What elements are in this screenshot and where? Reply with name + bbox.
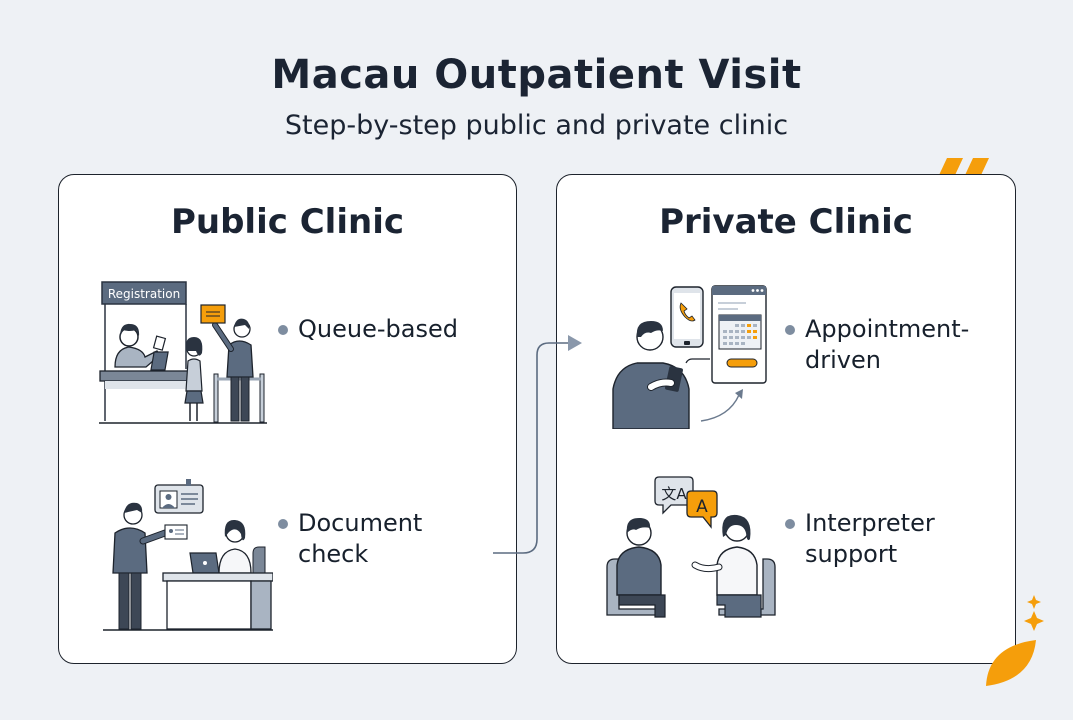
item-text: Queue-based: [298, 315, 458, 343]
bullet-dot: [278, 519, 288, 529]
list-item-document-check: Document check: [278, 508, 422, 570]
phone-call-icon: [679, 302, 696, 322]
translate-icon: 文A: [654, 476, 694, 515]
item-text: Appointment- driven: [805, 315, 970, 374]
registration-sign-label: Registration: [108, 287, 180, 301]
answer-glyph: A: [696, 497, 708, 517]
private-clinic-title: Private Clinic: [659, 202, 913, 242]
list-item-queue-based: Queue-based: [278, 314, 458, 345]
public-clinic-title: Public Clinic: [170, 202, 405, 242]
leaf-accent-icon: [986, 640, 1036, 686]
public-clinic-panel: Public Clinic Registration: [58, 174, 517, 664]
calendar-grid: [723, 324, 757, 345]
page-subtitle: Step-by-step public and private clinic: [284, 110, 789, 141]
private-clinic-panel: Private Clinic: [556, 174, 1016, 664]
item-text: Document check: [298, 509, 423, 568]
appointment-booking-illustration: [612, 285, 767, 429]
bullet-dot: [785, 325, 795, 335]
bullet-dot: [278, 325, 288, 335]
sparkle-icon: [1024, 595, 1044, 631]
registration-queue-illustration: Registration: [99, 281, 267, 424]
bullet-dot: [785, 519, 795, 529]
page-title: Macau Outpatient Visit: [271, 52, 802, 98]
interpreter-support-illustration: 文A A: [606, 476, 776, 618]
speech-bubble-icon: A: [686, 490, 718, 529]
item-text: Interpreter support: [805, 509, 935, 568]
translate-glyph: 文A: [661, 485, 687, 503]
document-check-illustration: [103, 479, 273, 631]
list-item-appointment-driven: Appointment- driven: [785, 314, 969, 376]
list-item-interpreter-support: Interpreter support: [785, 508, 935, 570]
